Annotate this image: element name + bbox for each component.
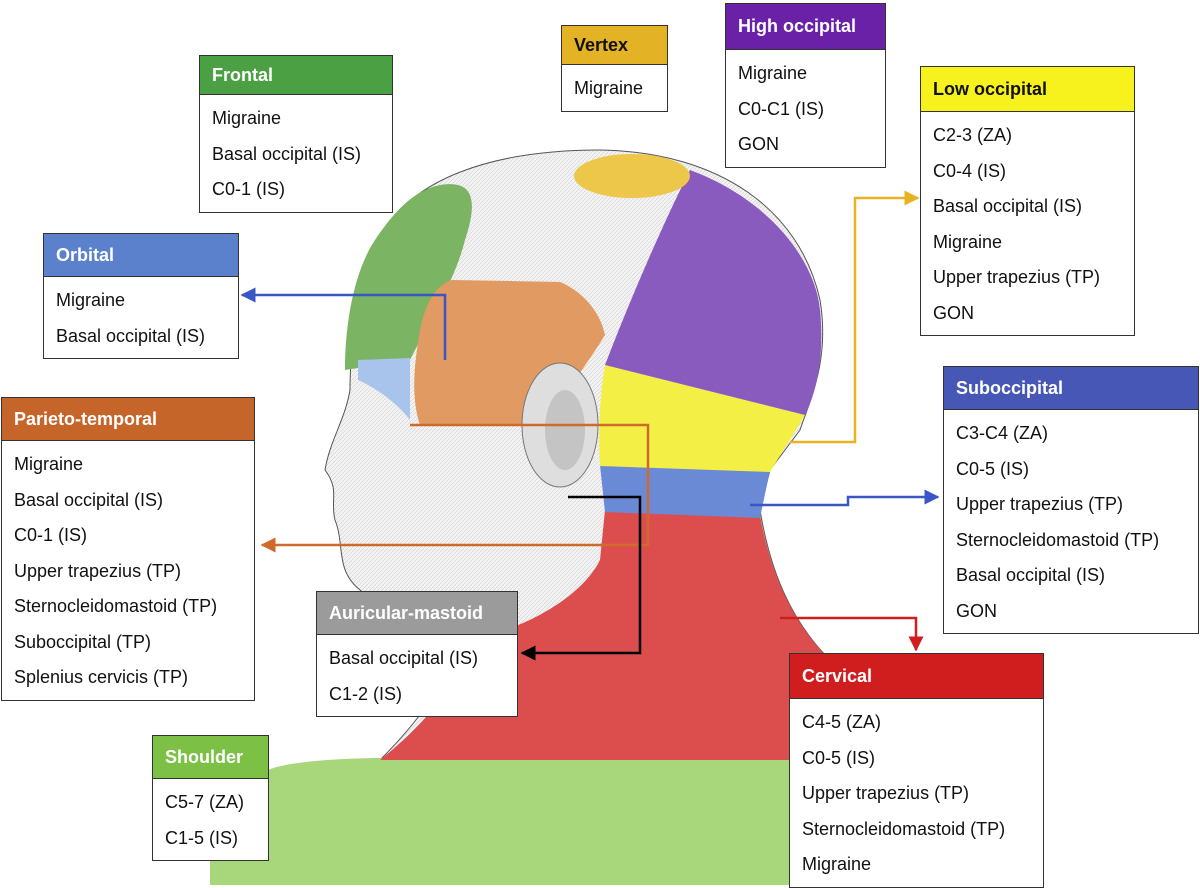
list-item: Basal occipital (IS): [933, 196, 1083, 216]
list-item: Upper trapezius (TP): [956, 494, 1124, 514]
orbital-title: Orbital: [44, 234, 238, 277]
shoulder-box: Shoulder C5-7 (ZA) C1-5 (IS): [152, 735, 269, 861]
frontal-title: Frontal: [200, 56, 392, 95]
list-item: Migraine: [14, 454, 84, 474]
parieto-temporal-title: Parieto-temporal: [2, 398, 254, 441]
suboccipital-title: Suboccipital: [944, 367, 1198, 410]
cervical-box: Cervical C4-5 (ZA) C0-5 (IS) Upper trape…: [789, 653, 1044, 888]
low-occipital-connector: [790, 190, 920, 444]
list-item: Migraine: [802, 854, 872, 874]
list-item: Upper trapezius (TP): [933, 267, 1101, 287]
list-item: Basal occipital (IS): [212, 143, 362, 164]
list-item: Basal occipital (IS): [56, 325, 206, 346]
list-item: Migraine: [738, 63, 808, 83]
list-item: Sternocleidomastoid (TP): [802, 818, 1006, 839]
list-item: C1-5 (IS): [165, 827, 239, 848]
list-item: C1-2 (IS): [329, 683, 403, 704]
vertex-box: Vertex Migraine: [561, 25, 668, 112]
cervical-title: Cervical: [790, 654, 1043, 699]
list-item: Basal occipital (IS): [329, 648, 479, 668]
list-item: GON: [738, 134, 780, 154]
auricular-mastoid-box: Auricular-mastoid Basal occipital (IS) C…: [316, 591, 518, 717]
vertex-region: [574, 154, 690, 198]
list-item: Basal occipital (IS): [14, 489, 164, 510]
list-item: C0-C1 (IS): [738, 98, 825, 119]
list-item: C0-1 (IS): [212, 179, 286, 199]
list-item: C4-5 (ZA): [802, 712, 882, 732]
suboccipital-box: Suboccipital C3-C4 (ZA) C0-5 (IS) Upper …: [943, 366, 1199, 634]
list-item: Migraine: [212, 108, 282, 128]
list-item: Migraine: [933, 231, 1003, 252]
list-item: C3-C4 (ZA): [956, 423, 1049, 443]
high-occipital-region: [605, 170, 822, 415]
list-item: Migraine: [574, 78, 644, 98]
orbital-box: Orbital Migraine Basal occipital (IS): [43, 233, 239, 359]
orbital-region: [358, 358, 410, 420]
list-item: Basal occipital (IS): [956, 565, 1106, 585]
orbital-connector: [240, 287, 447, 360]
shoulder-region: [210, 758, 790, 885]
list-item: C0-5 (IS): [802, 747, 876, 768]
low-occipital-region: [599, 365, 805, 472]
list-item: Suboccipital (TP): [14, 631, 152, 652]
cervical-connector: [780, 616, 924, 652]
high-occipital-title: High occipital: [726, 4, 885, 50]
list-item: GON: [956, 600, 998, 621]
list-item: GON: [933, 302, 975, 323]
list-item: C0-1 (IS): [14, 525, 88, 545]
suboccipital-connector: [750, 489, 940, 507]
list-item: Sternocleidomastoid (TP): [14, 596, 218, 616]
list-item: Sternocleidomastoid (TP): [956, 529, 1160, 550]
list-item: C0-4 (IS): [933, 160, 1007, 181]
list-item: C2-3 (ZA): [933, 125, 1013, 145]
auricular-mastoid-title: Auricular-mastoid: [317, 592, 517, 635]
parieto-temporal-box: Parieto-temporal Migraine Basal occipita…: [1, 397, 255, 701]
list-item: C0-5 (IS): [956, 458, 1030, 479]
vertex-title: Vertex: [562, 26, 667, 65]
list-item: Upper trapezius (TP): [802, 783, 970, 803]
list-item: Splenius cervicis (TP): [14, 667, 189, 687]
suboccipital-region: [600, 465, 770, 518]
list-item: Migraine: [56, 290, 126, 310]
frontal-box: Frontal Migraine Basal occipital (IS) C0…: [199, 55, 393, 213]
low-occipital-box: Low occipital C2-3 (ZA) C0-4 (IS) Basal …: [920, 66, 1135, 336]
list-item: C5-7 (ZA): [165, 792, 245, 812]
ear-inner: [545, 390, 585, 470]
parieto-temporal-connector: [260, 423, 650, 553]
list-item: Upper trapezius (TP): [14, 560, 182, 581]
high-occipital-box: High occipital Migraine C0-C1 (IS) GON: [725, 3, 886, 168]
frontal-region: [345, 184, 472, 370]
auricular-mastoid-connector: [520, 495, 642, 661]
low-occipital-title: Low occipital: [921, 67, 1134, 112]
shoulder-title: Shoulder: [153, 736, 268, 779]
